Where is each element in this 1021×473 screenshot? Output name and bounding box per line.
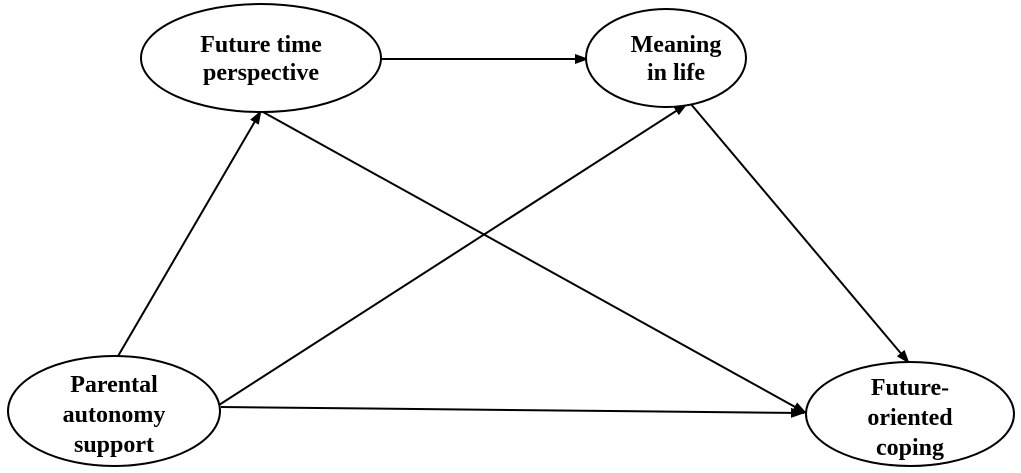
node-ftp-line2: perspective xyxy=(203,60,319,86)
node-meaning-in-life: Meaning in life xyxy=(585,8,747,108)
node-foc-line2: oriented xyxy=(867,405,953,431)
node-foc-line1: Future- xyxy=(871,375,949,401)
edge-pas-to-ftp xyxy=(113,110,262,364)
node-pas-line3: support xyxy=(74,432,154,458)
node-future-oriented-coping: Future- oriented coping xyxy=(805,361,1015,467)
node-pas-line2: autonomy xyxy=(63,402,166,428)
node-mil-line1: Meaning xyxy=(631,32,722,58)
node-pas-line1: Parental xyxy=(70,372,158,398)
edge-ftp-to-foc xyxy=(262,111,807,414)
node-ftp-line1: Future time xyxy=(200,32,322,58)
node-mil-line2: in life xyxy=(647,60,705,86)
edge-pas-to-mil xyxy=(218,103,688,406)
edge-mil-to-foc xyxy=(689,102,910,364)
edge-pas-to-foc xyxy=(220,406,805,418)
node-future-time-perspective: Future time perspective xyxy=(140,3,382,113)
node-parental-autonomy-support: Parental autonomy support xyxy=(7,355,221,467)
node-foc-line3: coping xyxy=(876,435,944,461)
